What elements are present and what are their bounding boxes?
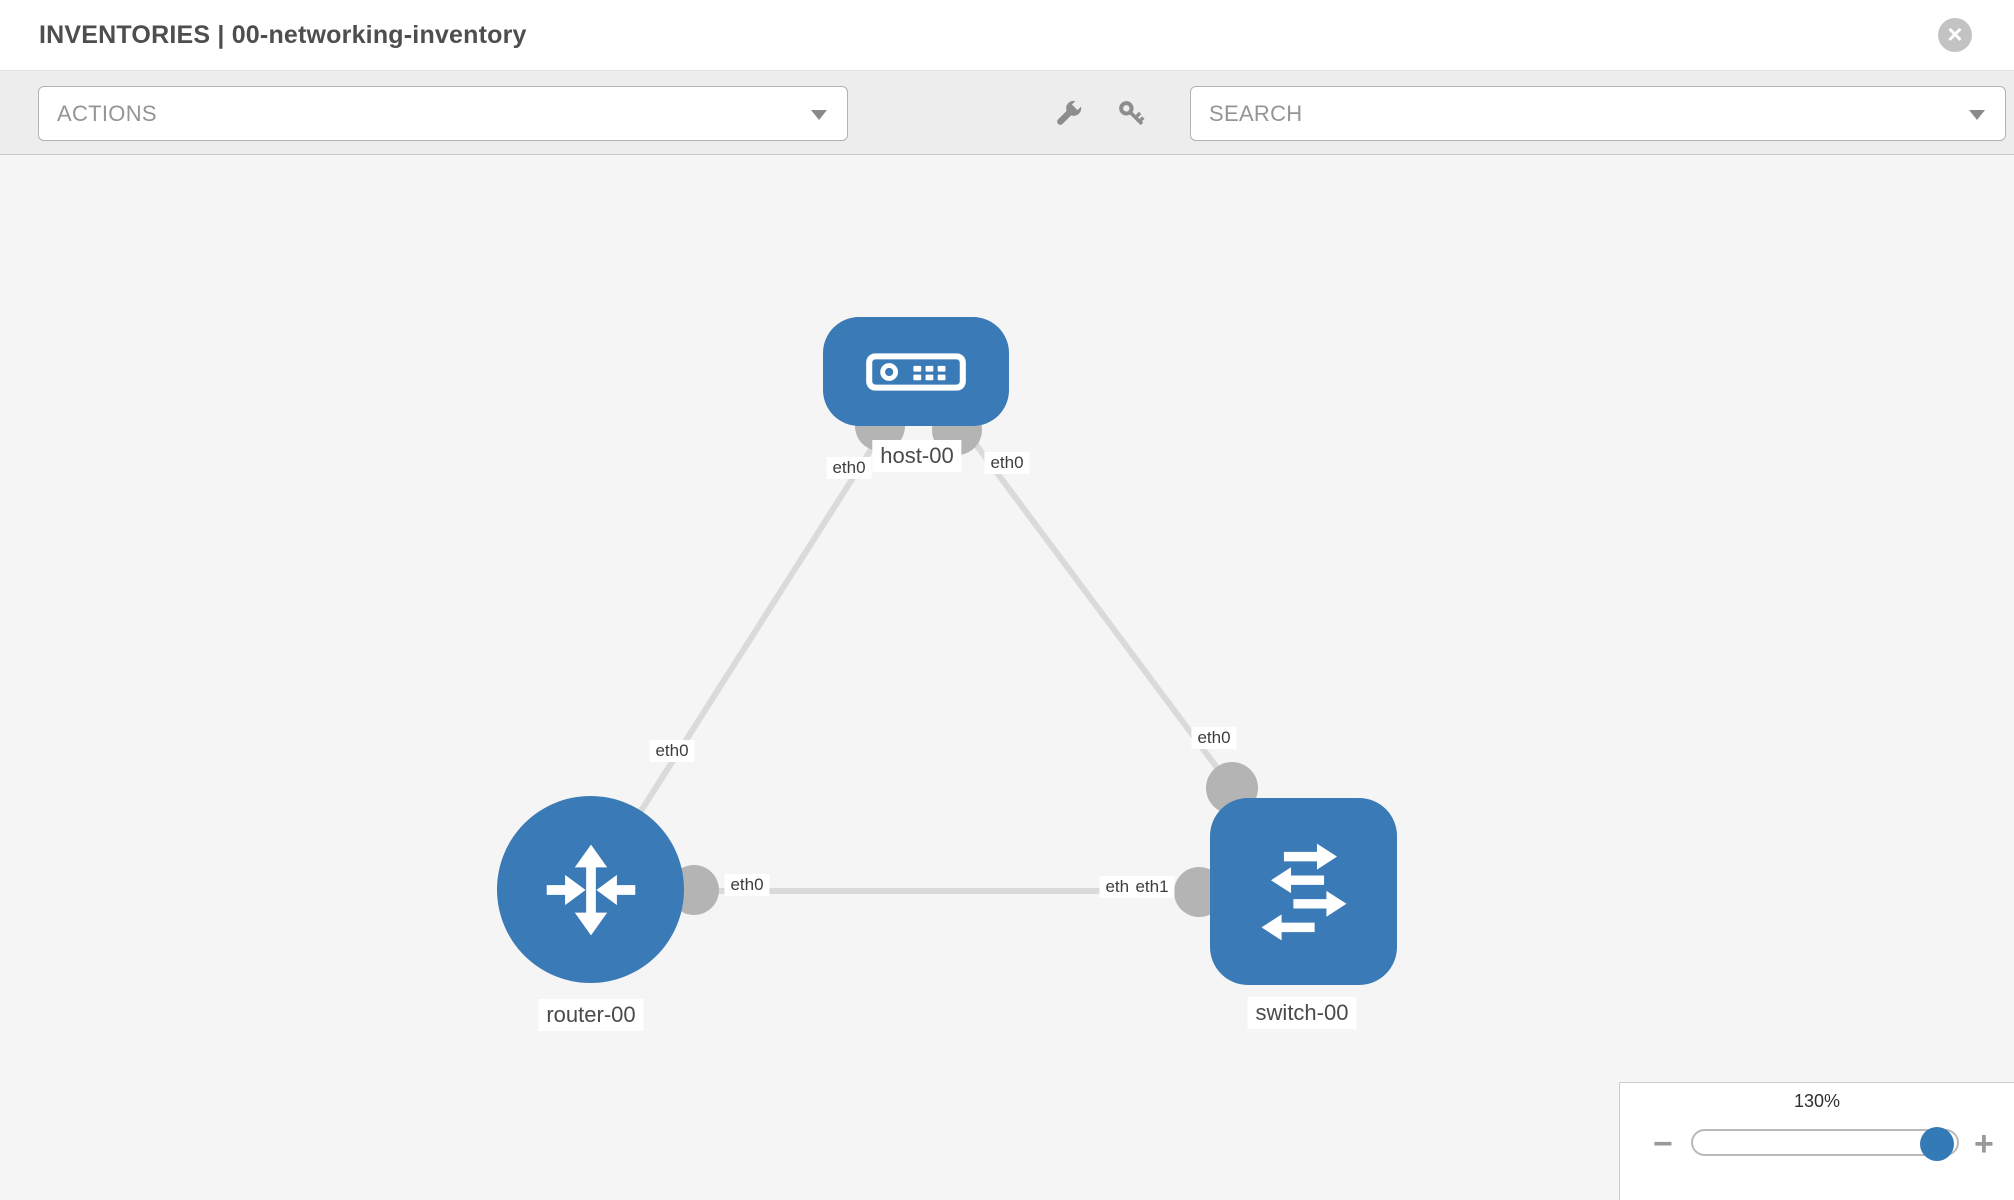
wrench-icon[interactable] xyxy=(1051,97,1085,131)
port-label-router-top: eth0 xyxy=(649,740,695,762)
toolbar: ACTIONS SEARCH xyxy=(0,71,2014,155)
port-label-host-right: eth0 xyxy=(984,452,1030,474)
node-host-00[interactable] xyxy=(823,317,1009,426)
node-label-switch: switch-00 xyxy=(1247,997,1357,1029)
actions-dropdown[interactable]: ACTIONS xyxy=(38,86,848,141)
zoom-out-button[interactable]: − xyxy=(1653,1125,1673,1163)
page-title: INVENTORIES | 00-networking-inventory xyxy=(39,21,527,49)
search-dropdown-label: SEARCH xyxy=(1209,101,1303,126)
node-label-host: host-00 xyxy=(872,440,962,472)
port-label-router-right: eth0 xyxy=(724,874,770,896)
node-switch-00[interactable] xyxy=(1210,798,1397,985)
port-label-switch-top: eth0 xyxy=(1191,727,1237,749)
zoom-slider-knob[interactable] xyxy=(1920,1127,1954,1161)
caret-down-icon xyxy=(1969,110,1985,120)
router-icon xyxy=(546,844,635,935)
port-label-switch-left-eth1: eth1 xyxy=(1129,876,1175,898)
topology-canvas: host-00 router-00 switch-00 eth0 eth0 et… xyxy=(0,155,2014,1200)
key-icon[interactable] xyxy=(1115,97,1149,131)
close-button[interactable]: × xyxy=(1938,18,1972,52)
port-label-host-left: eth0 xyxy=(826,457,872,479)
close-icon: × xyxy=(1947,19,1963,49)
actions-dropdown-label: ACTIONS xyxy=(57,101,157,126)
zoom-control-panel: 130% − + xyxy=(1619,1082,2014,1200)
zoom-in-button[interactable]: + xyxy=(1974,1125,1994,1163)
node-router-00[interactable] xyxy=(497,796,684,983)
host-icon xyxy=(866,352,966,391)
switch-icon xyxy=(1261,843,1346,940)
search-dropdown[interactable]: SEARCH xyxy=(1190,86,2006,141)
node-label-router: router-00 xyxy=(538,999,644,1031)
caret-down-icon xyxy=(811,110,827,120)
zoom-percent-label: 130% xyxy=(1793,1091,1841,1111)
header-bar: INVENTORIES | 00-networking-inventory × xyxy=(0,0,2014,71)
topology-links-layer xyxy=(587,369,1312,917)
zoom-slider-track[interactable] xyxy=(1691,1127,1959,1161)
